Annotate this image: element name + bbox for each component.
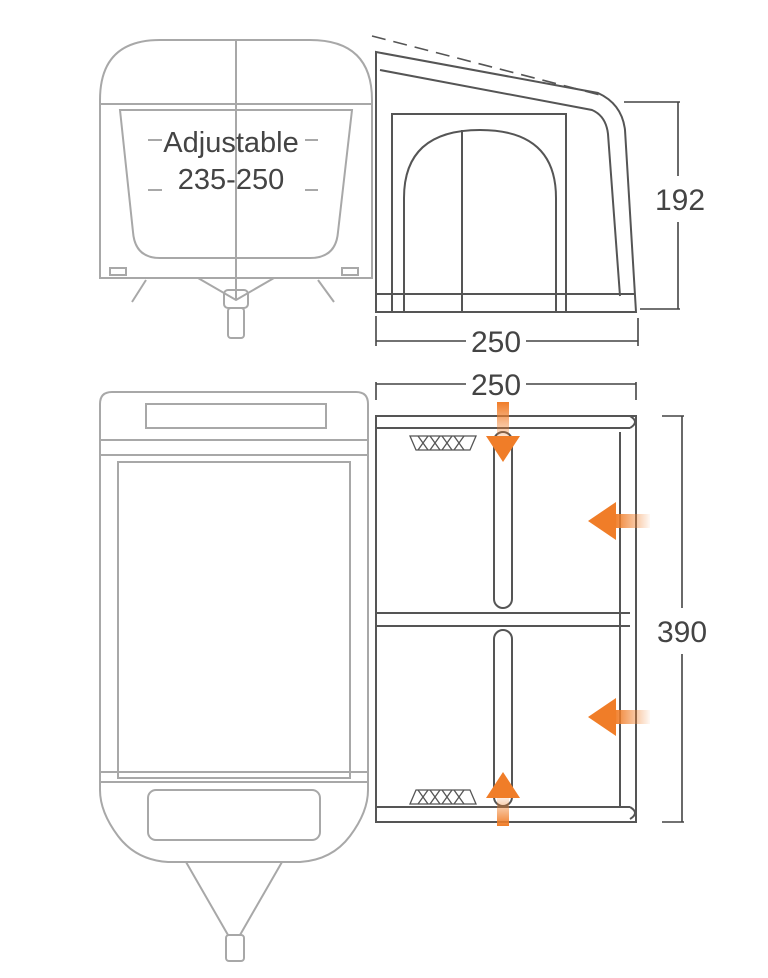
caravan-roof-light [145, 403, 327, 429]
awning-floor-plan [375, 415, 637, 823]
adjustable-label: Adjustable [163, 127, 298, 159]
inflation-arrow-top [486, 402, 520, 462]
top-view: 250 [99, 369, 707, 962]
caravan-top-outline [99, 391, 369, 962]
inflation-arrow-side-upper [588, 502, 650, 540]
caravan-top-a-frame [185, 861, 283, 936]
caravan-top-floor [117, 461, 351, 779]
caravan-rear-light-left [109, 267, 127, 276]
caravan-top-body [99, 391, 369, 863]
awning-side-panel [375, 50, 638, 313]
width-label: 390 [657, 616, 707, 649]
caravan-a-frame [197, 277, 275, 302]
side-depth-dimension [375, 316, 639, 346]
caravan-rear-light-right [341, 267, 359, 276]
vent-mesh-top [409, 435, 477, 451]
awning-floor-outline [375, 415, 637, 823]
height-dimension [624, 101, 680, 310]
caravan-rear-outline [99, 39, 373, 339]
caravan-top-hitch [225, 934, 245, 962]
inflation-arrow-bottom [486, 772, 520, 826]
vent-mesh-bottom [409, 789, 477, 805]
awning-roof-dashed-line [371, 35, 605, 97]
top-depth-dimension [375, 382, 637, 400]
side-view: 192 250 Adjustable 235-250 [99, 35, 705, 359]
caravan-top-locker [147, 789, 321, 841]
awning-side-inner-frame [379, 69, 621, 297]
awning-door-arch [403, 128, 557, 312]
caravan-body [99, 39, 373, 279]
awning-front-beam-end [629, 415, 636, 429]
awning-door-frame [391, 113, 567, 313]
awning-side-profile [375, 50, 638, 313]
inflation-arrow-side-lower [588, 698, 650, 736]
caravan-leg-left [131, 279, 147, 303]
awning-rear-beam-end [629, 806, 636, 820]
height-label: 192 [655, 184, 705, 217]
top-depth-label: 250 [471, 369, 521, 402]
caravan-jockey-wheel [227, 307, 245, 339]
caravan-rear-window [118, 109, 354, 259]
side-depth-label: 250 [471, 326, 521, 359]
adjustable-range-label: 235-250 [178, 164, 284, 196]
width-dimension [662, 415, 684, 823]
caravan-leg-right [317, 279, 335, 303]
